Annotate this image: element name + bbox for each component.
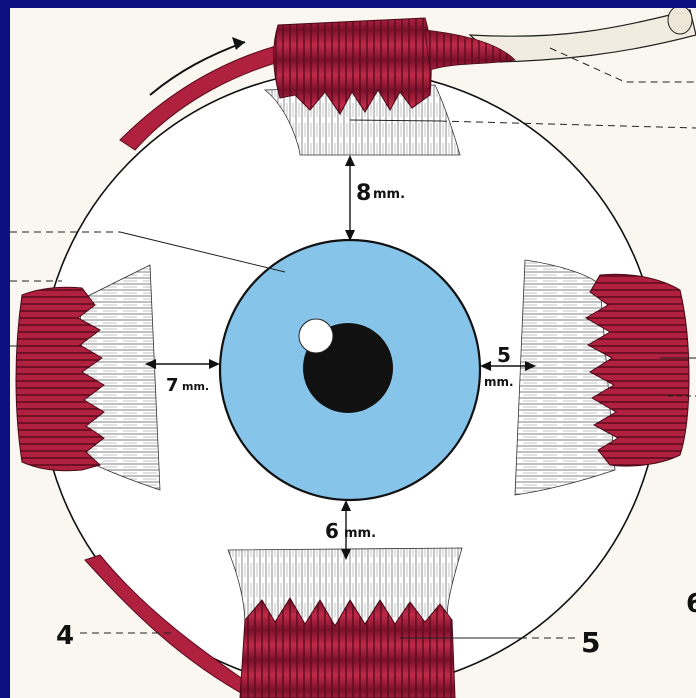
measure-top-unit: mm. [373,187,405,202]
left-rectus [16,265,160,490]
label-6-partial: 6 [686,589,696,619]
measure-left-value: 7 [166,375,179,396]
measure-bottom-value: 6 [325,519,339,543]
inferior-rectus [228,548,462,698]
right-rectus [515,260,689,495]
label-5: 5 [581,626,600,659]
pupil-highlight [299,319,333,353]
measure-right-value: 5 [497,343,511,367]
eye-muscle-diagram: 8 mm. 7 mm. 5 mm. 6 mm. 4 5 6 [10,8,696,698]
label-4: 4 [56,621,74,651]
arrowhead-top [232,37,245,50]
measure-left-unit: mm. [182,380,209,393]
measure-top-value: 8 [356,181,371,206]
trochlea-pulley [668,8,692,34]
measure-bottom-unit: mm. [344,526,376,541]
plate-paper: 8 mm. 7 mm. 5 mm. 6 mm. 4 5 6 [10,8,696,698]
measure-right-unit: mm. [484,375,514,389]
